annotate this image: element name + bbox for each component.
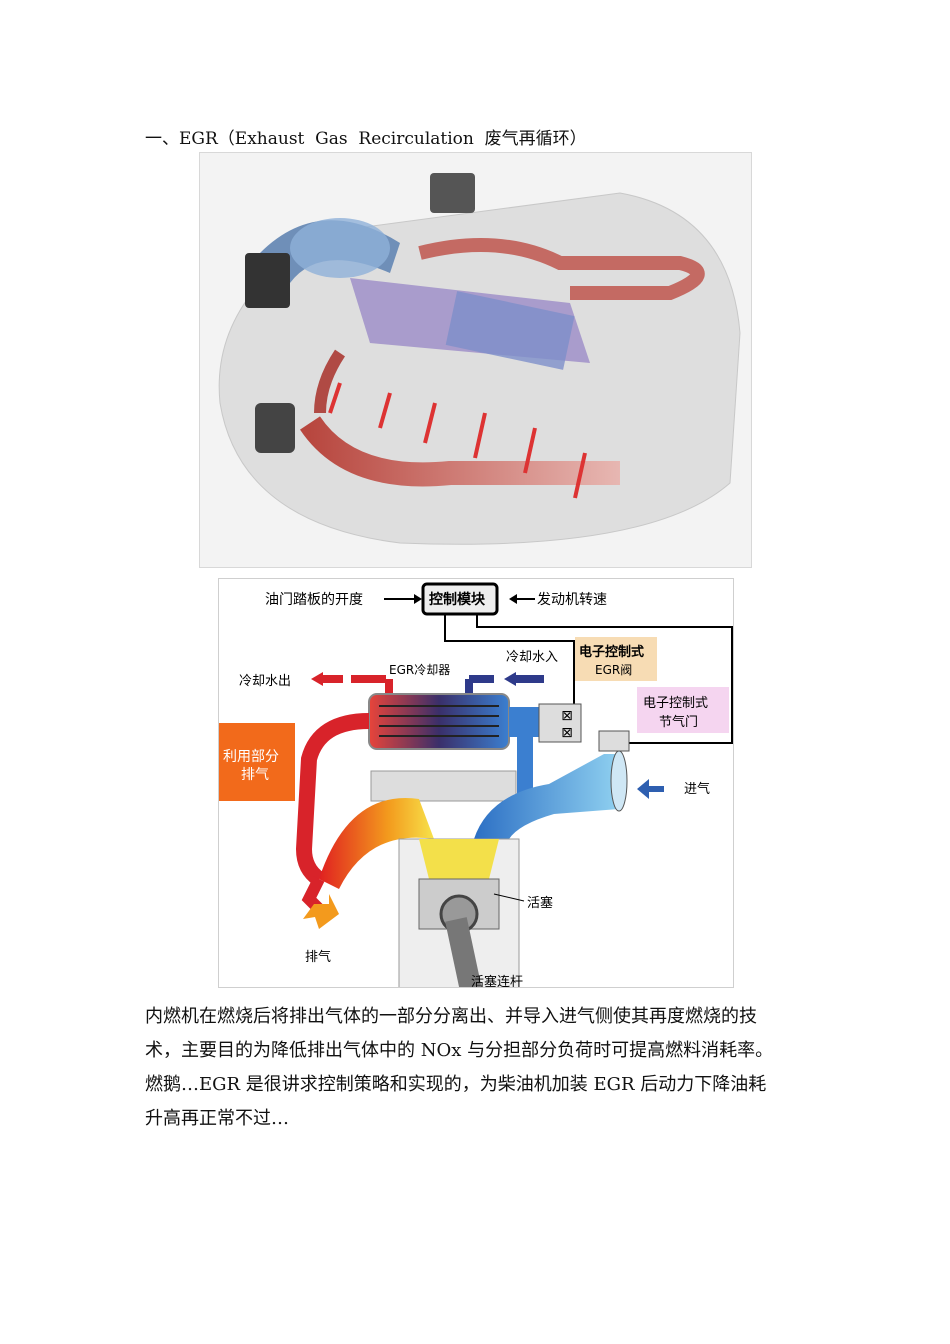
egr-valve-label-2: EGR阀: [595, 663, 632, 677]
coolant-in-label: 冷却水入: [506, 650, 558, 665]
section-heading: 一、EGR（Exhaust Gas Recirculation 废气再循环）: [145, 129, 587, 149]
control-module-label: 控制模块: [429, 591, 486, 608]
svg-text:⊠: ⊠: [561, 708, 573, 724]
paragraph-line: 术，主要目的为降低排出气体中的 NOx 与分担部分负荷时可提高燃料消耗率。: [145, 1040, 774, 1061]
engine-egr-photo: [199, 152, 752, 568]
egr-valve: [538, 703, 582, 743]
paragraph-line: 升高再正常不过…: [145, 1108, 289, 1129]
partial-exhaust-label-2: 排气: [241, 767, 269, 783]
partial-exhaust-label-1: 利用部分: [223, 749, 279, 765]
partial-exhaust-box: [219, 723, 295, 801]
egr-system-diagram: 油门踏板的开度 控制模块 发动机转速 电子控制式 EGR阀 电子控制式 节气门 …: [218, 578, 734, 988]
paragraph-line: 内燃机在燃烧后将排出气体的一部分分离出、并导入进气侧使其再度燃烧的技: [145, 1006, 757, 1027]
connecting-rod-label: 活塞连杆: [471, 974, 523, 988]
body-paragraph: 内燃机在燃烧后将排出气体的一部分分离出、并导入进气侧使其再度燃烧的技 术，主要目…: [145, 1000, 805, 1136]
coolant-out-label: 冷却水出: [239, 674, 291, 689]
svg-text:⊠: ⊠: [561, 725, 573, 741]
control-module-box: [421, 582, 499, 616]
egr-valve-label-1: 电子控制式: [579, 644, 644, 660]
paragraph-line: 燃鹅…EGR 是很讲求控制策略和实现的，为柴油机加装 EGR 后动力下降油耗: [145, 1074, 767, 1095]
throttle-valve: [598, 730, 630, 752]
piston-label: 活塞: [527, 895, 553, 911]
throttle-label-1: 电子控制式: [643, 696, 708, 711]
engine-speed-label: 发动机转速: [537, 592, 607, 608]
intake-label: 进气: [684, 781, 710, 797]
egr-cooler: [368, 693, 510, 750]
pedal-label: 油门踏板的开度: [265, 592, 363, 608]
egr-valve-label-box: [575, 637, 657, 681]
egr-cooler-label: EGR冷却器: [389, 663, 450, 677]
throttle-label-box: [637, 687, 729, 733]
exhaust-label: 排气: [305, 949, 331, 965]
throttle-label-2: 节气门: [659, 714, 698, 730]
